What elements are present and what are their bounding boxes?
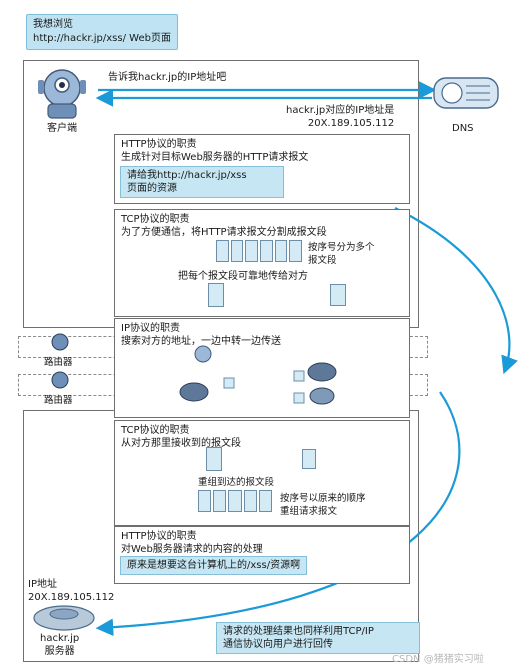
dns-label: DNS	[452, 123, 474, 134]
tcp-seg-note: 按序号分为多个 报文段	[308, 241, 375, 267]
http-client-note-line-1: 请给我http://hackr.jp/xss	[127, 170, 247, 181]
dns-reply-text: hackr.jp对应的IP地址是 20X.189.105.112	[286, 104, 394, 130]
tcp-order-note: 按序号以原来的顺序 重组请求报文	[280, 492, 366, 518]
tcp-seg-note-line-2: 报文段	[308, 255, 337, 266]
tcp-client-panel: TCP协议的职责 为了方便通信，将HTTP请求报文分割成报文段	[114, 209, 410, 317]
router-label-1: 路由器	[44, 357, 73, 368]
bottom-note-line-2: 通信协议向用户进行回传	[223, 639, 333, 650]
tcp-order-note-line-2: 重组请求报文	[280, 506, 338, 517]
server-label: hackr.jp 服务器	[40, 632, 79, 658]
http-server-body: 对Web服务器请求的内容的处理	[121, 544, 263, 555]
tcp-send-note: 把每个报文段可靠地传给对方	[178, 271, 308, 282]
server-label-line-2: 服务器	[44, 646, 75, 657]
tcp-server-received-segment	[206, 447, 222, 471]
http-server-title: HTTP协议的职责	[121, 531, 197, 542]
watermark: CSDN @猪猪实习啦	[392, 654, 484, 665]
tcp-seg-note-line-1: 按序号分为多个	[308, 242, 375, 253]
server-ip-line-2: 20X.189.105.112	[28, 592, 115, 603]
main-flow-arrow	[394, 207, 518, 375]
dns-reply-line-1: hackr.jp对应的IP地址是	[286, 105, 395, 116]
tcp-client-title: TCP协议的职责	[121, 214, 190, 225]
tcp-received-segment	[330, 284, 346, 306]
router-label-2: 路由器	[44, 395, 73, 406]
return-flow-arrow	[95, 391, 461, 637]
http-server-note: 原来是想要这台计算机上的/xss/资源啊	[120, 556, 308, 575]
bottom-note-line-1: 请求的处理结果也同样利用TCP/IP	[223, 626, 374, 637]
tcp-server-title: TCP协议的职责	[121, 425, 190, 436]
tcp-server-incoming-segment	[302, 449, 316, 469]
ip-title: IP协议的职责	[121, 323, 180, 334]
top-request-note: 我想浏览 http://hackr.jp/xss/ Web页面	[26, 14, 178, 50]
tcp-server-body: 从对方那里接收到的报文段	[121, 438, 241, 449]
client-label: 客户端	[47, 123, 77, 134]
tcp-segments-client	[216, 240, 303, 262]
http-client-note-line-2: 页面的资源	[127, 183, 177, 194]
server-label-line-1: hackr.jp	[40, 633, 80, 644]
bottom-note: 请求的处理结果也同样利用TCP/IP 通信协议向用户进行回传	[216, 622, 420, 654]
http-client-note: 请给我http://hackr.jp/xss 页面的资源	[120, 166, 284, 198]
ip-panel: IP协议的职责 搜索对方的地址，一边中转一边传送	[114, 318, 410, 418]
dns-query-text: 告诉我hackr.jp的IP地址吧	[108, 72, 227, 83]
top-note-line-2: http://hackr.jp/xss/ Web页面	[33, 33, 171, 44]
tcp-order-note-line-1: 按序号以原来的顺序	[280, 493, 366, 504]
server-ip-line-1: IP地址	[28, 579, 57, 590]
tcp-client-body: 为了方便通信，将HTTP请求报文分割成报文段	[121, 227, 327, 238]
tcp-reassemble-note: 重组到达的报文段	[198, 477, 275, 488]
server-ip-text: IP地址 20X.189.105.112	[28, 578, 114, 604]
tcp-segments-server	[198, 490, 273, 512]
http-client-title: HTTP协议的职责	[121, 139, 197, 150]
http-client-body: 生成针对目标Web服务器的HTTP请求报文	[121, 152, 309, 163]
dns-reply-line-2: 20X.189.105.112	[307, 118, 395, 129]
top-note-line-1: 我想浏览	[33, 19, 73, 30]
ip-body: 搜索对方的地址，一边中转一边传送	[121, 336, 281, 347]
tcp-send-segments	[208, 283, 224, 307]
